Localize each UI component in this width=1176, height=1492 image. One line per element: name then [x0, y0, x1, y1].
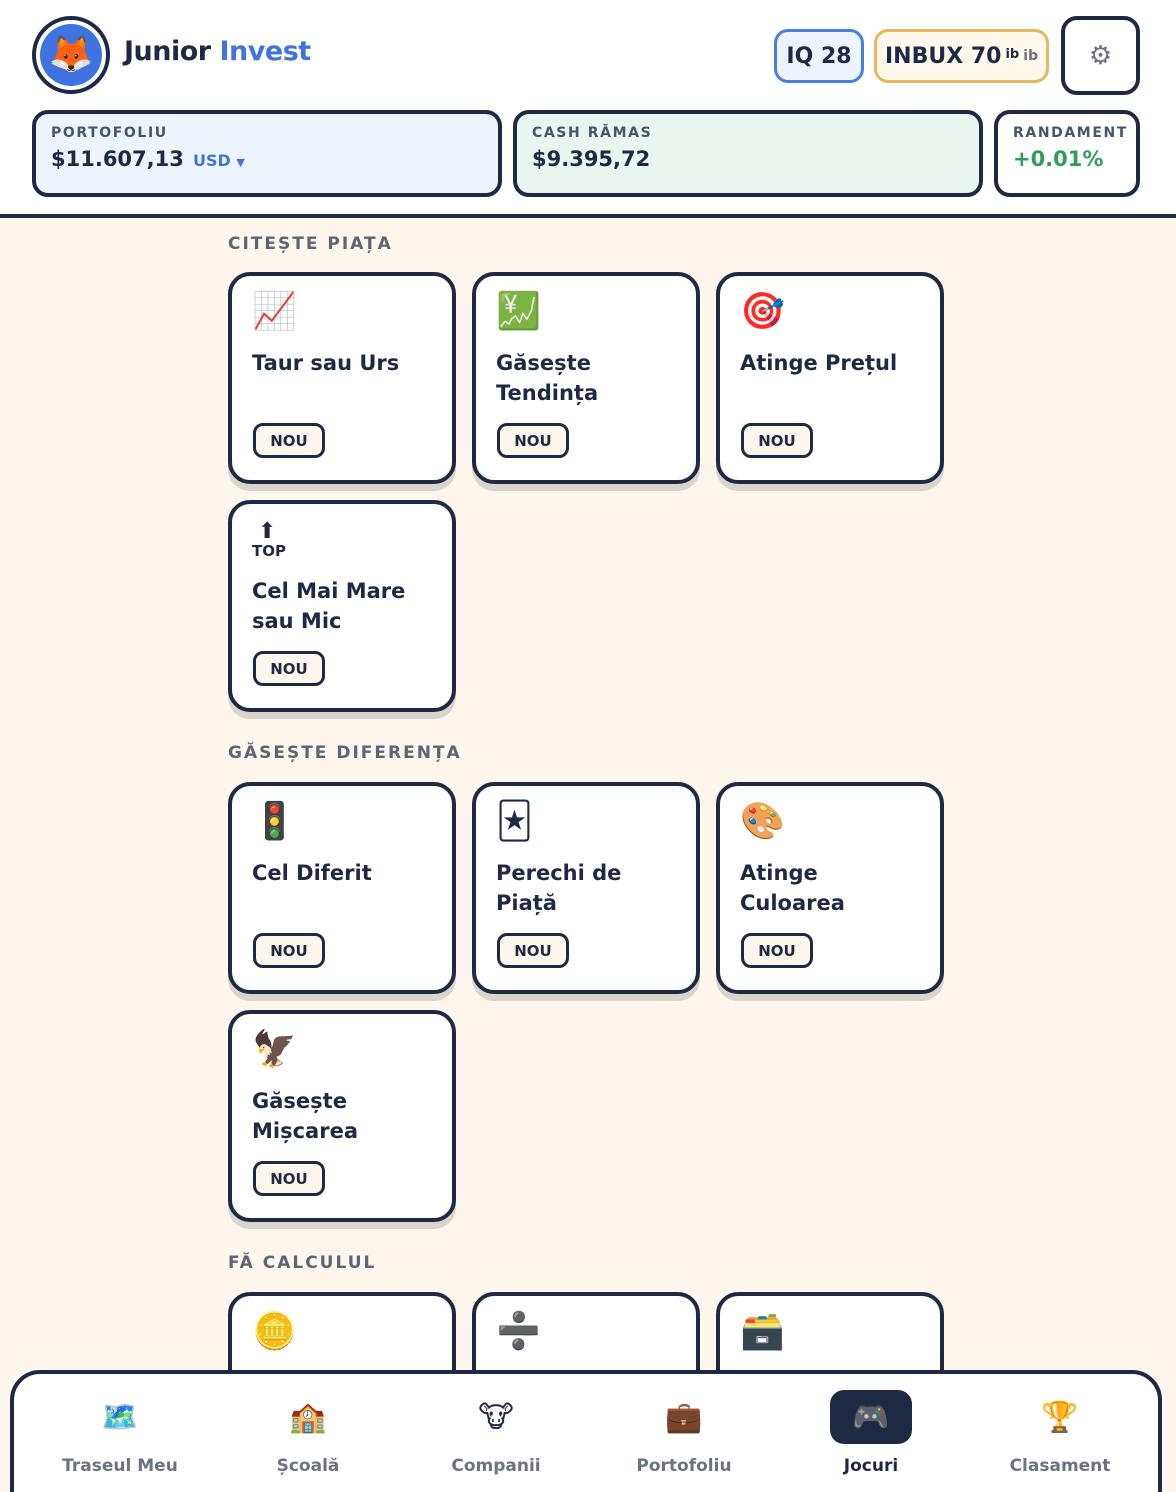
top-icon-text: TOP	[252, 542, 286, 560]
nav-label: Portofoliu	[636, 1456, 732, 1476]
game-card-perechi-de-piata[interactable]: 🃏 Perechi de Piață NOU	[472, 782, 700, 994]
new-badge: NOU	[253, 1161, 325, 1196]
new-badge: NOU	[253, 423, 325, 458]
nav-label: Traseul Meu	[62, 1456, 178, 1476]
game-card-gaseste-miscarea[interactable]: 🦅 Găsește Mișcarea NOU	[228, 1010, 456, 1222]
nav-item-jocuri[interactable]: 🎮 Jocuri	[796, 1390, 946, 1490]
iq-label: IQ 28	[786, 43, 852, 69]
nav-item-companii[interactable]: 🐮 Companii	[421, 1390, 571, 1490]
game-title: Atinge Prețul	[740, 351, 898, 375]
section-title-citeste-piata: CITEȘTE PIAȚA	[228, 234, 393, 254]
game-title: Găsește Mișcarea	[252, 1089, 358, 1143]
inbux-sup: ib	[1005, 46, 1020, 62]
nav-item-traseul-meu[interactable]: 🗺️ Traseul Meu	[45, 1390, 195, 1490]
bottom-navigation: 🗺️ Traseul Meu 🏫 Școală 🐮 Companii 💼 Por…	[10, 1370, 1162, 1492]
inbux-suffix: ib	[1023, 48, 1039, 64]
section-title-gaseste-diferenta: GĂSEȘTE DIFERENȚA	[228, 743, 462, 763]
chart-yen-icon: 💹	[496, 291, 541, 332]
target-icon: 🎯	[740, 291, 785, 332]
portfolio-stat-card[interactable]: PORTOFOLIU $11.607,13 USD ▼	[32, 110, 502, 197]
nav-label: Jocuri	[843, 1456, 899, 1476]
new-badge: NOU	[253, 933, 325, 968]
new-badge: NOU	[497, 933, 569, 968]
new-badge: NOU	[741, 933, 813, 968]
coin-icon: 🪙	[252, 1311, 297, 1352]
file-box-icon: 🗃️	[740, 1311, 785, 1352]
game-card-cel-diferit[interactable]: 🚦 Cel Diferit NOU	[228, 782, 456, 994]
game-card-atinge-culoarea[interactable]: 🎨 Atinge Culoarea NOU	[716, 782, 944, 994]
inbux-label: INBUX 70	[884, 43, 1002, 69]
briefcase-icon: 💼	[665, 1399, 703, 1435]
nav-label: Clasament	[1009, 1456, 1111, 1476]
cash-value: $9.395,72	[532, 147, 651, 171]
top-arrow-icon: ⬆ TOP	[252, 519, 286, 561]
joker-card-icon: 🃏	[496, 801, 533, 842]
trophy-icon: 🏆	[1041, 1399, 1079, 1435]
new-badge: NOU	[253, 651, 325, 686]
game-title: Atinge Culoarea	[740, 861, 845, 915]
nav-item-clasament[interactable]: 🏆 Clasament	[985, 1390, 1135, 1490]
map-icon: 🗺️	[101, 1399, 139, 1435]
brand-logo: Junior Invest	[124, 36, 311, 67]
nav-item-scoala[interactable]: 🏫 Școală	[233, 1390, 383, 1490]
section-title-fa-calculul: FĂ CALCULUL	[228, 1253, 377, 1273]
game-title: Taur sau Urs	[252, 351, 400, 375]
gear-icon: ⚙	[1088, 40, 1113, 71]
game-card-cel-mai-mare-sau-mic[interactable]: ⬆ TOP Cel Mai Mare sau Mic NOU	[228, 500, 456, 712]
game-card-gaseste-tendinta[interactable]: 💹 Găsește Tendința NOU	[472, 272, 700, 484]
cash-label: CASH RĂMAS	[532, 125, 653, 141]
game-title: Găsește Tendința	[496, 351, 599, 405]
portfolio-label: PORTOFOLIU	[51, 125, 168, 141]
brand-name-second: Invest	[219, 36, 312, 67]
return-stat-card: RANDAMENT +0.01%	[994, 110, 1140, 197]
nav-label: Companii	[451, 1456, 541, 1476]
brand-name-first: Junior	[124, 36, 211, 67]
caret-down-icon: ▼	[236, 156, 245, 169]
eagle-icon: 🦅	[252, 1029, 297, 1070]
avatar[interactable]: 🦊	[32, 16, 110, 94]
cow-icon: 🐮	[478, 1399, 514, 1435]
nav-item-portofoliu[interactable]: 💼 Portofoliu	[609, 1390, 759, 1490]
cash-stat-card: CASH RĂMAS $9.395,72	[513, 110, 983, 197]
portfolio-value: $11.607,13	[51, 147, 184, 171]
game-title: Perechi de Piață	[496, 861, 622, 915]
fox-icon: 🦊	[40, 24, 102, 86]
top-header: 🦊 Junior Invest IQ 28 INBUX 70 ib ib ⚙ P…	[0, 0, 1176, 218]
settings-button[interactable]: ⚙	[1061, 16, 1140, 95]
inbux-badge[interactable]: INBUX 70 ib ib	[874, 29, 1049, 83]
game-title: Cel Diferit	[252, 861, 372, 885]
game-card-atinge-pretul[interactable]: 🎯 Atinge Prețul NOU	[716, 272, 944, 484]
new-badge: NOU	[497, 423, 569, 458]
division-icon: ➗	[496, 1311, 541, 1352]
gamepad-icon: 🎮	[830, 1390, 912, 1444]
return-value: +0.01%	[1013, 147, 1104, 171]
chart-up-icon: 📈	[252, 291, 297, 332]
game-card-taur-sau-urs[interactable]: 📈 Taur sau Urs NOU	[228, 272, 456, 484]
currency-selector[interactable]: USD ▼	[193, 151, 245, 170]
new-badge: NOU	[741, 423, 813, 458]
return-label: RANDAMENT	[1013, 125, 1128, 141]
currency-label: USD	[192, 151, 231, 170]
traffic-light-icon: 🚦	[252, 801, 297, 842]
iq-badge[interactable]: IQ 28	[774, 29, 864, 83]
school-icon: 🏫	[289, 1399, 327, 1435]
game-title: Cel Mai Mare sau Mic	[252, 579, 406, 633]
palette-icon: 🎨	[740, 801, 785, 842]
nav-label: Școală	[276, 1456, 340, 1476]
